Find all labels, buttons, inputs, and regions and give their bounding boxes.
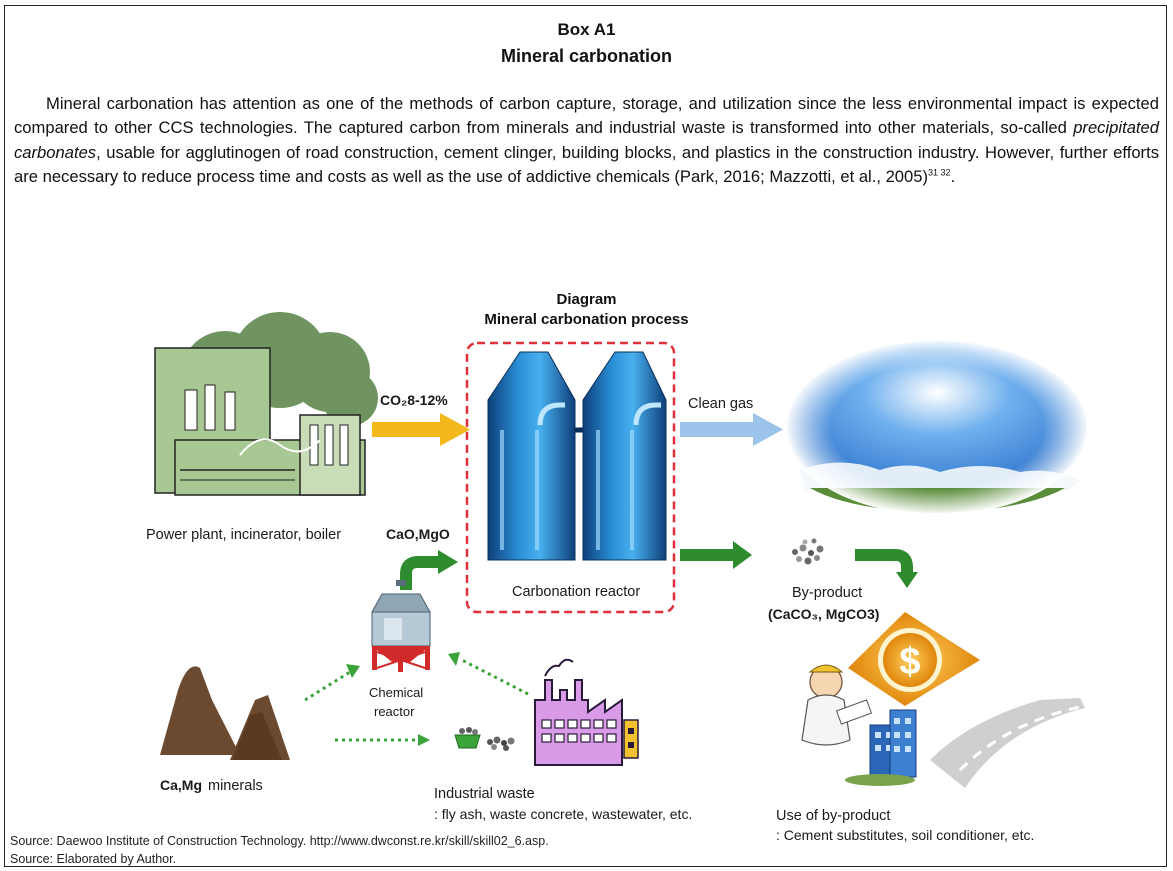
carbonation-reactor-label: Carbonation reactor: [512, 584, 640, 600]
paragraph-text-2: , usable for agglutinogen of road constr…: [14, 142, 1159, 187]
diagram-title: Mineral carbonation process: [484, 311, 689, 328]
clean-gas-arrow: [680, 413, 783, 446]
use-by-product-desc: : Cement substitutes, soil conditioner, …: [776, 827, 1034, 843]
green-arrow-to-reactor: [400, 550, 458, 590]
diagram-heading: Diagram: [556, 291, 617, 308]
use-by-product-label: Use of by-product: [776, 808, 890, 824]
by-product-pebbles-icon: [792, 538, 824, 565]
paragraph-refs: 31 32: [928, 167, 951, 178]
chemical-reactor-label-2: reactor: [374, 704, 415, 719]
paragraph-text-1: Mineral carbonation has attention as one…: [14, 94, 1159, 138]
industrial-waste-icon: [454, 658, 639, 766]
power-plant-label: Power plant, incinerator, boiler: [146, 527, 341, 543]
dotted-arrow-waste-to-chemical: [448, 652, 529, 696]
co2-arrow: [372, 413, 470, 446]
industrial-waste-desc: : fly ash, waste concrete, wastewater, e…: [434, 806, 692, 822]
by-product-label: By-product: [792, 585, 862, 601]
by-product-formula: (CaCO₃, MgCO3): [768, 606, 879, 622]
chemical-reactor-label-1: Chemical: [369, 685, 423, 700]
svg-text:$: $: [899, 641, 920, 683]
paragraph-italic: precipitated carbonates: [14, 118, 1159, 162]
box-title: Mineral carbonation: [500, 46, 673, 66]
industrial-waste-label: Industrial waste: [434, 786, 535, 802]
clean-sky-image: [785, 339, 1089, 515]
chemical-reactor-icon: [371, 580, 431, 672]
carbonation-reactor-frame: [465, 341, 676, 614]
dotted-arrow-minerals-to-waste: [335, 734, 430, 746]
cao-mgo-label: CaO,MgO: [386, 526, 450, 542]
carbonation-reactor-icon: [487, 351, 667, 561]
minerals-mountains-icon: [160, 666, 310, 760]
source-line-2: Source: Elaborated by Author.: [10, 852, 177, 866]
use-by-product-icon: $: [801, 612, 1091, 788]
dotted-arrow-minerals-to-chemical: [304, 664, 360, 702]
intro-paragraph: Mineral carbonation has attention as one…: [14, 92, 1159, 190]
co2-label: CO₂8-12%: [380, 392, 448, 408]
green-arrow-to-use: [855, 549, 918, 588]
box-label: Box A1: [557, 20, 616, 39]
ca-mg-label: Ca,Mg: [160, 777, 202, 793]
paragraph-end: .: [950, 167, 956, 187]
power-plant-icon: [154, 312, 378, 496]
box-frame: [4, 5, 1167, 867]
minerals-label: minerals: [208, 778, 263, 794]
source-line-1: Source: Daewoo Institute of Construction…: [10, 834, 549, 848]
green-arrow-to-byproduct: [680, 541, 752, 569]
clean-gas-label: Clean gas: [688, 396, 753, 412]
